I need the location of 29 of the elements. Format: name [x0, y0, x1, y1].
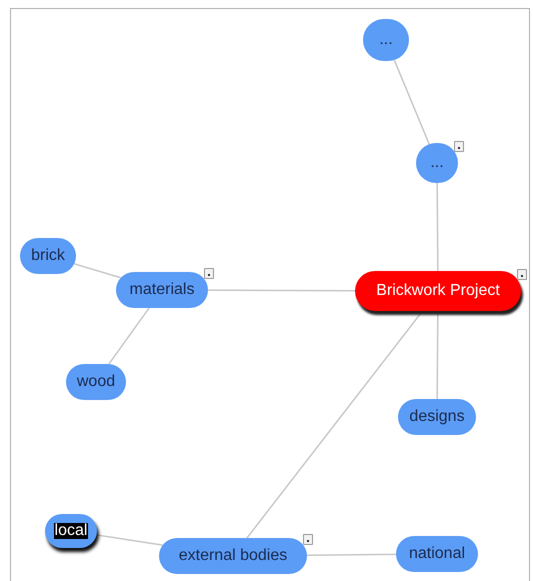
node-label: designs — [409, 409, 465, 425]
connector-line — [208, 289, 355, 292]
topic-node — [416, 143, 458, 183]
topic-node — [159, 538, 307, 574]
connector-line — [436, 311, 439, 399]
connector-line — [74, 263, 122, 278]
connector-line — [436, 183, 439, 271]
node-label: brick — [31, 248, 65, 264]
topic-node — [66, 364, 126, 400]
topic-node — [363, 19, 409, 61]
topic-node — [45, 514, 97, 548]
node-label: wood — [76, 374, 116, 390]
connector-line — [246, 310, 424, 538]
central-topic-node — [355, 271, 521, 311]
topic-node — [116, 272, 208, 308]
node-label: external bodies — [178, 548, 288, 564]
connector-line — [108, 308, 150, 364]
node-label: local — [54, 523, 88, 539]
topic-node — [20, 238, 76, 274]
node-label: Brickwork Project — [376, 283, 500, 299]
topic-node — [398, 399, 476, 435]
node-label: ... — [379, 32, 393, 48]
node-label: ... — [430, 155, 444, 171]
connector-line — [394, 60, 430, 144]
connector-line — [306, 554, 396, 556]
connector-line — [96, 534, 163, 546]
node-label: materials — [130, 282, 194, 298]
topic-node — [396, 536, 478, 572]
node-label: national — [408, 546, 466, 562]
